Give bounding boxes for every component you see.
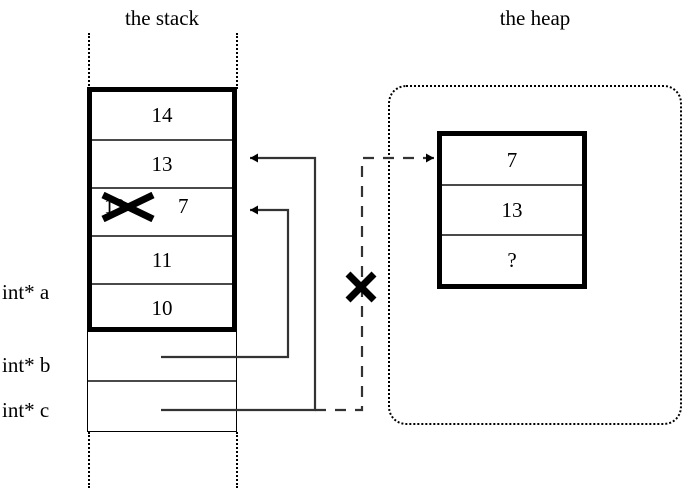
stack-guide-left-top (88, 33, 90, 89)
stack-cell-4: 10 (92, 283, 232, 331)
stack-region-title: the stack (124, 6, 200, 30)
stack-cell-0-value: 14 (151, 103, 173, 127)
heap-block: 7 13 ? (437, 131, 587, 289)
stack-cell-ptr-c (88, 380, 236, 430)
heap-cell-2: ? (442, 234, 582, 284)
stack-pointer-cells (87, 332, 237, 432)
stack-guide-right-bottom (236, 432, 238, 488)
stack-guide-right-top (236, 33, 238, 89)
heap-cell-0-value: 7 (506, 147, 518, 172)
stack-cell-3: 11 (92, 235, 232, 283)
heap-cell-2-value: ? (507, 247, 517, 272)
stack-cell-1: 13 (92, 139, 232, 187)
invalid-pointer-x-icon (345, 271, 377, 303)
stack-cell-1-value: 13 (151, 151, 173, 176)
heap-cell-1-value: 13 (501, 197, 523, 222)
stack-cell-4-value: 10 (151, 295, 173, 320)
stack-guide-left-bottom (88, 432, 90, 488)
stack-cell-2-new-value: 7 (178, 194, 189, 218)
heap-region-title: the heap (499, 6, 571, 30)
variable-label-a: int* a (2, 280, 50, 304)
stack-cell-0: 14 (92, 92, 232, 139)
stack-cell-ptr-b (88, 332, 236, 380)
strikethrough-x-icon (101, 192, 155, 222)
heap-cell-0: 7 (442, 136, 582, 184)
variable-label-b: int* b (2, 353, 51, 377)
heap-cell-1: 13 (442, 184, 582, 234)
stack-cell-3-value: 11 (151, 247, 173, 272)
variable-label-c: int* c (2, 398, 50, 422)
